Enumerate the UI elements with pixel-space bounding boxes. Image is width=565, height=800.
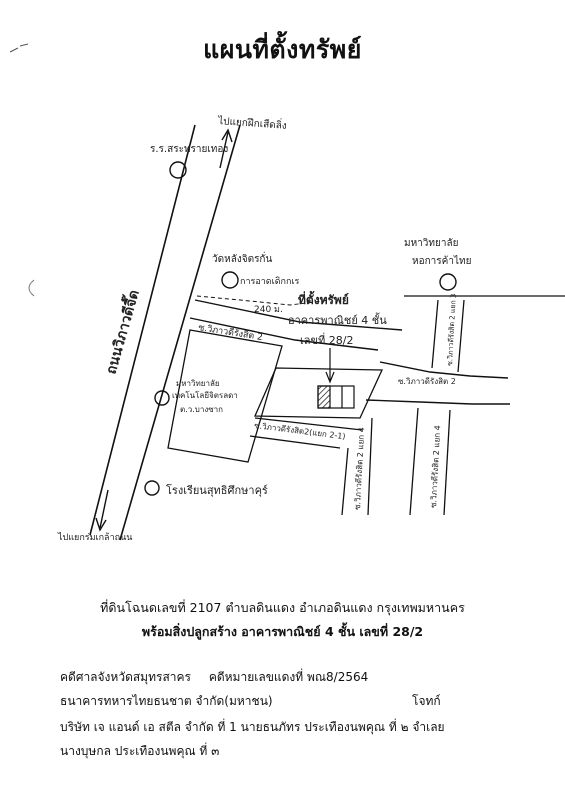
distance-label: 240 ม. [254, 305, 283, 315]
property-label-1: ที่ตั้งทรัพย์ [298, 290, 349, 307]
north-road-label: ไปแยกฝึกเสืดลิ่ง [217, 113, 288, 132]
south-arrow [95, 489, 109, 532]
margin-bracket-mark [28, 279, 35, 297]
case-number: คดีหมายเลขแดงที่ พณ8/2564 [208, 670, 369, 684]
soi-right [365, 361, 510, 405]
soi-vertical-center [341, 417, 373, 516]
property-pointer-arrow [325, 348, 335, 384]
building-line: พร้อมสิ่งปลูกสร้าง อาคารพาณิชย์ 4 ชั้น เ… [141, 624, 424, 639]
defendants-line-1: บริษัท เจ แอนด์ เอ สตีล จำกัด ที่ 1 นายธ… [60, 720, 445, 734]
soi-vertical-right-upper [404, 295, 565, 373]
soi-vertical-right [409, 407, 451, 516]
landmark-marker [439, 273, 457, 291]
plaintiff-role: โจทก์ [412, 694, 441, 708]
landmark-top-right-sub-label: หอการค้าไทย [412, 255, 471, 267]
plaintiff-name: ธนาคารทหารไทยธนชาต จำกัด(มหาชน) [60, 694, 273, 708]
main-road-label: ถนนวิภาวดีจี๊ด [100, 287, 143, 376]
landmark-marker [221, 271, 239, 289]
defendants-line-2: นางบุษกล ประเทืองนพคุณ ที่ ๓ [60, 744, 220, 758]
distance-dashed-path [196, 295, 331, 306]
property-building [317, 385, 355, 409]
landmark-top-left-label: ร.ร.สระทรายเทอง [150, 144, 228, 155]
soi-right-upper-label: ซ.วิภาวดีรังสิต 2 [398, 377, 456, 386]
soi-main-road [189, 299, 403, 351]
soi-vertical-center-label: ซ.วิภาวดีรังสิต 2 แยก 4 [353, 427, 366, 510]
property-block [254, 367, 384, 419]
pen-scribble-mark [9, 43, 29, 53]
landmark-marker [169, 161, 187, 179]
property-label-3: เลขที่ 28/2 [300, 332, 353, 347]
court-name: คดีศาลจังหวัดสมุทรสาคร [60, 670, 191, 684]
case-court-line: คดีศาลจังหวัดสมุทรสาคร คดีหมายเลขแดงที่ … [60, 668, 368, 687]
page-title: แผนที่ตั้งทรัพย์ [203, 35, 362, 64]
property-location-map: ไปแยกฝึกเสืดลิ่ง ไปแยกร่มเกล้าถนน ถนนวิภ… [57, 113, 565, 543]
soi-inner [249, 417, 363, 449]
soi-vertical-right-label: ซ.วิภาวดีรังสิต 2 แยก 4 [429, 425, 442, 508]
main-road [89, 124, 241, 541]
landmark-left-middle-sub2-label: ต.ว.บางซาก [180, 405, 223, 414]
north-arrow [219, 128, 233, 169]
landmark-bottom-left-label: โรงเรียนสุทธิศึกษาคุร์ [166, 483, 268, 497]
soi-main-label: ซ.วิภาวดีรังสิต 2 [198, 322, 264, 343]
landmark-temple-label: วัดหลังจิตรกั่น [212, 251, 272, 265]
landmark-temple-sub-label: การอาดเดิกกเร [240, 276, 300, 287]
south-road-label: ไปแยกร่มเกล้าถนน [57, 532, 132, 543]
landmark-marker [154, 390, 170, 406]
property-label-2: อาคารพาณิชย์ 4 ชั้น [288, 312, 387, 327]
landmark-left-middle-sub-label: เทคโนโลยีจิตรลดา [172, 390, 238, 400]
landmark-marker [144, 480, 160, 496]
left-block [167, 329, 283, 463]
landmark-top-right-label: มหาวิทยาลัย [404, 238, 458, 249]
soi-vertical-right-upper-label: ซ.วิภาวดีรังสิต 2 แยก 3 [446, 293, 458, 366]
landmark-left-middle-label: มหาวิทยาลัย [176, 379, 220, 388]
land-deed-line: ที่ดินโฉนดเลขที่ 2107 ตำบลดินแดง อำเภอดิ… [100, 600, 465, 615]
